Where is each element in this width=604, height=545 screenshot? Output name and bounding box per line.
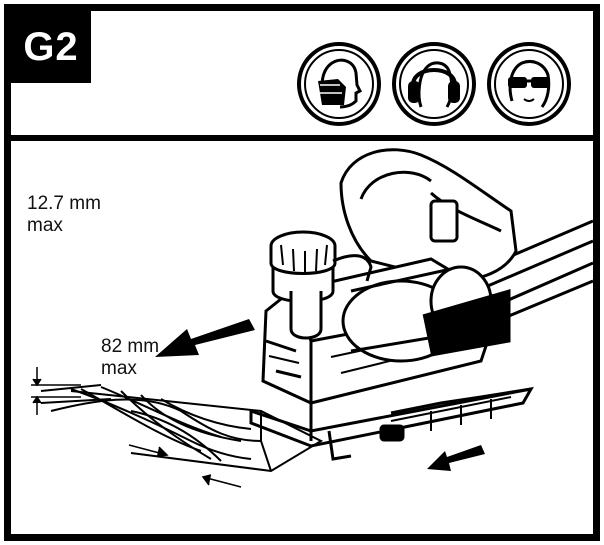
ear-protection-icon [392,42,476,126]
step-badge: G2 [11,11,91,83]
workpiece [40,384,324,473]
dust-mask-icon [297,42,381,126]
depth-dimension [31,367,81,415]
width-dimension [128,444,242,488]
width-max-label: max [101,358,137,379]
width-value-label: 82 mm [101,336,160,357]
panel-header: G2 [11,11,593,141]
planer-illustration: JACKSON [31,148,593,488]
backward-arrow-icon [155,319,255,357]
eye-protection-icon [487,42,571,126]
planer-body: JACKSON [249,148,534,461]
depth-max-label: max [27,215,63,236]
instruction-panel: G2 [4,4,600,541]
depth-value-label: 12.7 mm [27,193,101,214]
feed-arrow-icon [427,445,485,471]
